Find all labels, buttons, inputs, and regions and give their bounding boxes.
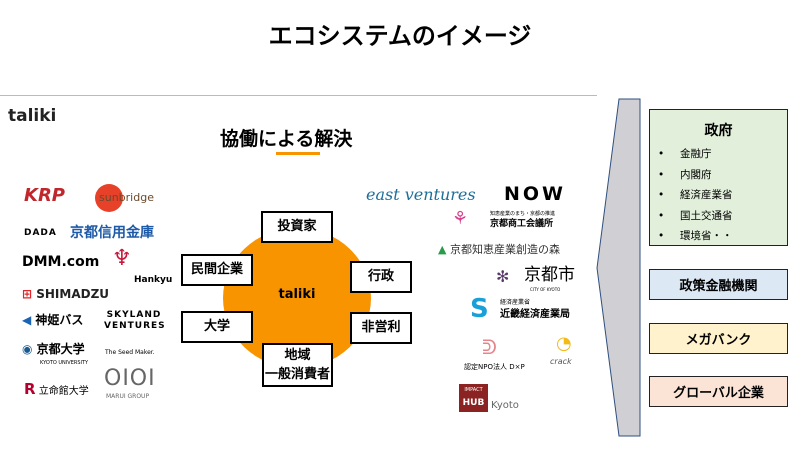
logo-kyoto-city-mark: ✻: [496, 267, 510, 286]
logo-dxp: 認定NPO法人 D×P: [464, 363, 525, 371]
brand-logo: taliki: [8, 106, 57, 126]
logo-crack-mark: ◔: [556, 333, 572, 354]
hub-text: HUB: [462, 398, 485, 408]
logo-dxp-mark: ᕲ: [482, 335, 497, 359]
box-university: 大学: [181, 311, 253, 343]
chie-mori-text: 京都知恵産業創造の森: [449, 243, 560, 256]
government-item: •金融庁: [658, 148, 712, 160]
impact-text: IMPACT: [464, 387, 483, 393]
subtitle: 協働による解決: [220, 128, 353, 150]
logo-kyoto-university: ◉ 京都大学: [22, 342, 85, 356]
logo-hankyu: Hankyu: [134, 275, 173, 285]
box-private-company: 民間企業: [181, 254, 253, 286]
logo-kinki-meti: 近畿経済産業局: [500, 309, 570, 320]
logo-sunbridge: sunbridge: [99, 191, 154, 204]
logo-chamber-mark: ⚘: [452, 208, 469, 229]
government-item: •国土交通省: [658, 209, 733, 222]
logo-oioi: OIOI: [104, 366, 156, 391]
logo-seed-maker: The Seed Maker.: [105, 349, 155, 356]
government-list: •金融庁 •内閣府 •経済産業省 •国土交通省 •環境省・・: [650, 146, 787, 249]
logo-marui-group: MARUI GROUP: [106, 393, 150, 400]
global-company-box: グローバル企業: [649, 376, 788, 407]
chie-mori-mark-icon: ▲: [438, 243, 447, 256]
logo-krp: KRP: [24, 185, 66, 206]
logo-shinki-bus: ◀ 神姫バス: [22, 313, 84, 327]
ritsumeikan-mark-icon: R: [24, 380, 36, 398]
circle-label: taliki: [278, 287, 316, 302]
policy-finance-box: 政策金融機関: [649, 269, 788, 300]
box-government: 行政: [350, 261, 412, 293]
logo-kyoto-university-en: KYOTO UNIVERSITY: [40, 360, 89, 366]
logo-dmm: DMM.com: [22, 254, 100, 270]
bracket-arrow-shape: [596, 98, 641, 437]
logo-sunbridge-mark: [95, 184, 123, 212]
logo-ritsumeikan: R 立命館大学: [24, 381, 89, 398]
consumer-label: 一般消費者: [264, 367, 330, 382]
logo-hankyu-mark: ♆: [112, 246, 132, 271]
government-item: •経済産業省: [658, 189, 733, 201]
logo-shimadzu: ⊞ SHIMADZU: [22, 287, 110, 301]
shimadzu-text: SHIMADZU: [36, 287, 110, 301]
government-box: 政府 •金融庁 •内閣府 •経済産業省 •国土交通省 •環境省・・: [649, 109, 788, 246]
logo-skyland: SKYLAND VENTURES: [104, 310, 166, 331]
box-investor: 投資家: [261, 211, 333, 243]
logo-kyoto-chamber: 京都商工会議所: [490, 219, 554, 229]
logo-meti: 経済産業省: [500, 299, 531, 306]
government-item: •環境省・・: [658, 230, 733, 242]
box-nonprofit: 非営利: [350, 312, 412, 344]
logo-dada: DADA: [24, 228, 57, 238]
shinki-text: 神姫バス: [35, 313, 84, 327]
megabank-box: メガバンク: [649, 323, 788, 354]
ritsumeikan-text: 立命館大学: [38, 386, 89, 397]
kyodai-mark-icon: ◉: [22, 342, 33, 356]
shinki-mark-icon: ◀: [22, 313, 32, 327]
logo-now: NOW: [504, 183, 567, 205]
logo-crack: crack: [550, 357, 572, 366]
logo-impact-hub-kyoto: Kyoto: [491, 400, 519, 411]
logo-kyoto-city: 京都市: [524, 265, 575, 285]
logo-kinki-meti-mark: S: [470, 294, 489, 324]
logo-east-ventures: east ventures: [366, 185, 476, 204]
government-item: •内閣府: [658, 168, 712, 181]
subtitle-underline: [276, 152, 320, 155]
logo-impact-hub: IMPACT HUB: [459, 384, 488, 412]
logo-kyoto-shinkin: 京都信用金庫: [70, 225, 154, 241]
community-label: 地域: [284, 347, 311, 363]
slide-title: エコシステムのイメージ: [268, 22, 532, 50]
box-community: 地域 一般消費者: [262, 343, 333, 387]
kyodai-text: 京都大学: [36, 342, 85, 356]
shimadzu-mark-icon: ⊞: [22, 287, 33, 301]
government-title: 政府: [704, 123, 733, 139]
logo-chamber-tagline: 知恵産業のまち・京都の推進: [490, 211, 556, 217]
logo-city-of-kyoto: CITY OF KYOTO: [530, 287, 561, 292]
logo-chie-mori: ▲ 京都知恵産業創造の森: [438, 243, 560, 256]
